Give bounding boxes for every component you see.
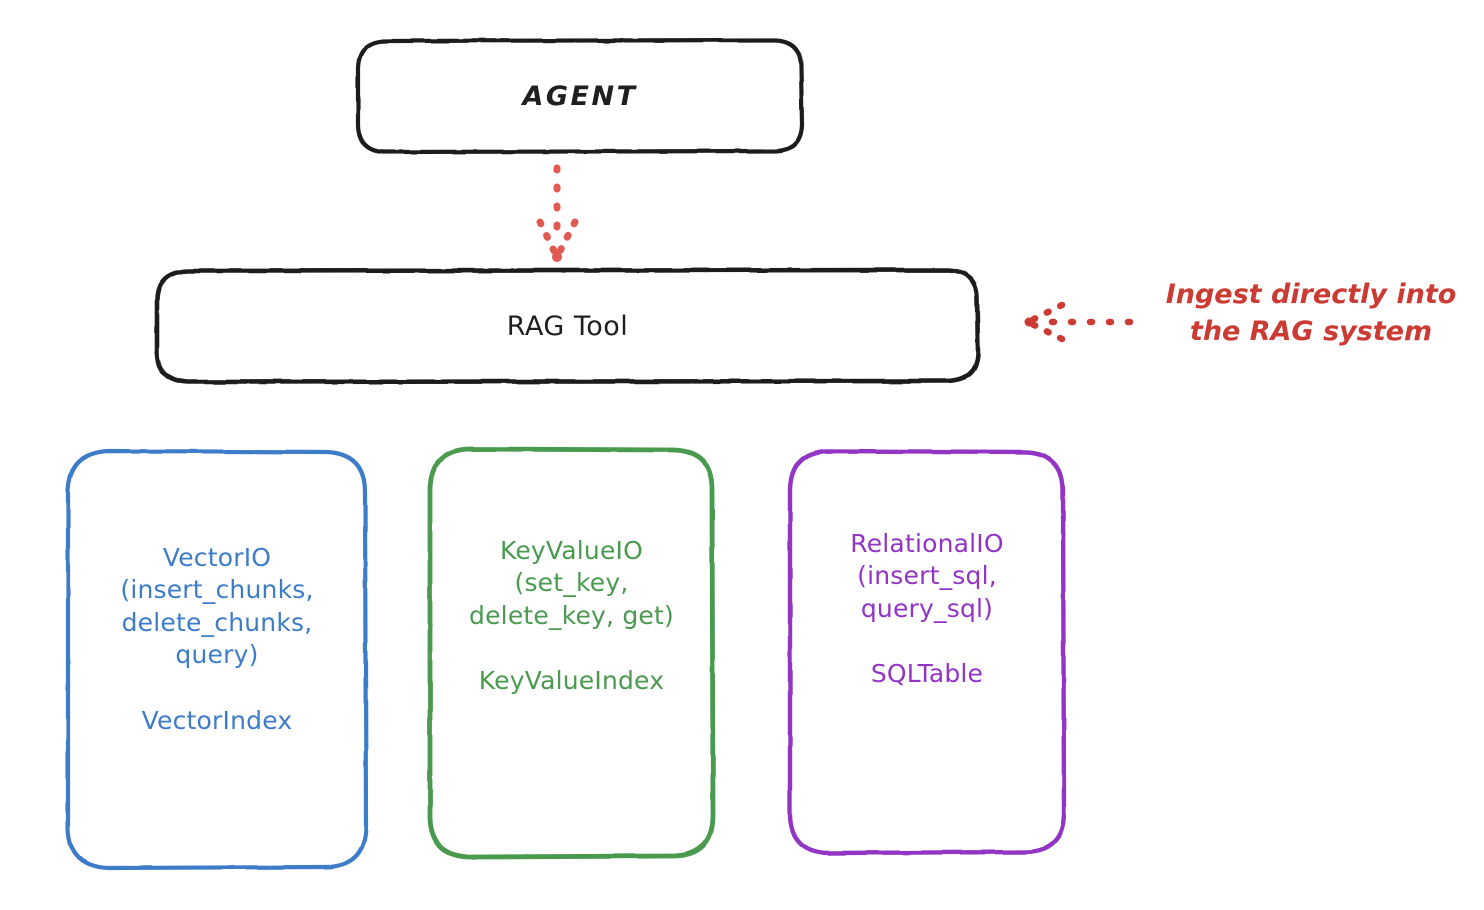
node-vector-io[interactable]: VectorIO (insert_chunks, delete_chunks, … <box>68 450 366 868</box>
node-vector-io-sublabel: VectorIndex <box>141 705 293 735</box>
relational-io-box-outline[interactable] <box>787 448 1067 856</box>
node-agent[interactable]: AGENT <box>358 40 802 152</box>
node-key-value-io-sublabel: KeyValueIndex <box>478 666 665 696</box>
node-key-value-io-label: KeyValueIO (set_key, delete_key, get) <box>469 535 674 630</box>
node-agent-label: AGENT <box>522 80 638 112</box>
vector-io-box-outline[interactable] <box>65 448 369 871</box>
key-value-io-box-outline[interactable] <box>427 446 716 860</box>
agent-box-outline[interactable] <box>355 37 805 155</box>
node-relational-io-label: RelationalIO (insert_sql, query_sql) <box>850 528 1004 623</box>
node-rag-tool-label: RAG Tool <box>506 310 629 342</box>
annotation-ingest-directly: Ingest directly into the RAG system <box>1165 279 1457 348</box>
connector-agent-to-rag-tool <box>536 164 579 262</box>
node-relational-io[interactable]: RelationalIO (insert_sql, query_sql) SQL… <box>790 450 1064 852</box>
node-vector-io-label: VectorIO (insert_chunks, delete_chunks, … <box>120 542 314 670</box>
node-key-value-io[interactable]: KeyValueIO (set_key, delete_key, get) Ke… <box>430 448 713 856</box>
connector-ingest-to-rag-tool <box>1024 301 1134 343</box>
rag-tool-box-outline[interactable] <box>154 267 981 385</box>
node-rag-tool[interactable]: RAG Tool <box>157 270 978 382</box>
node-relational-io-sublabel: SQLTable <box>870 659 984 689</box>
